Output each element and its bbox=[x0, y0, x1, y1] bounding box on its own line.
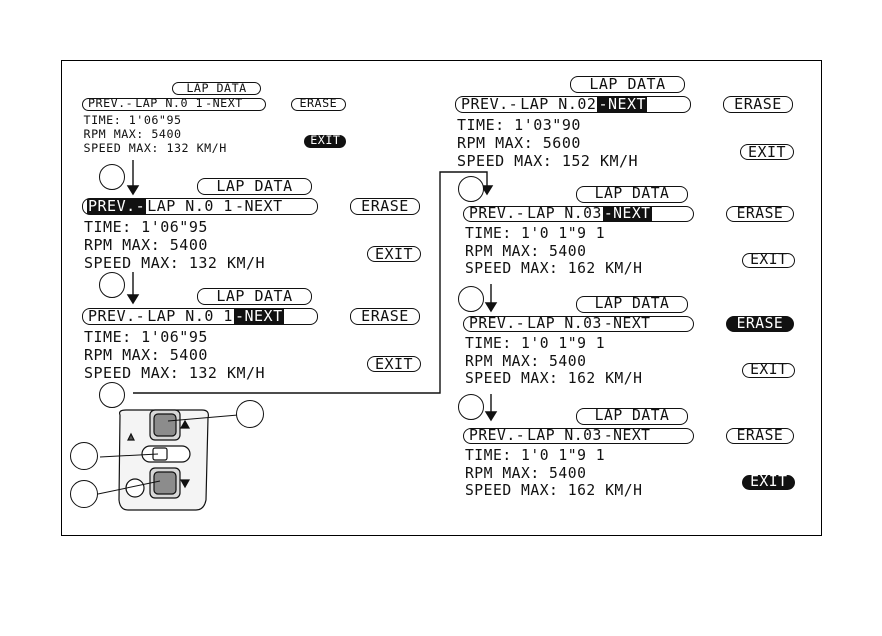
rpm-row: RPM MAX: 5400 bbox=[84, 236, 208, 254]
lap-navigation: PREV.- LAP N.03 -NEXT bbox=[463, 314, 695, 333]
time-row: TIME: 1'03"90 bbox=[457, 116, 581, 134]
lap-number: LAP N.03 bbox=[527, 204, 602, 222]
prev-label: PREV.- bbox=[88, 307, 146, 325]
time-row: TIME: 1'0 1"9 1 bbox=[464, 447, 606, 465]
lap-navigation: PREV.- LAP N.0 1 -NEXT bbox=[82, 308, 318, 325]
erase-label: ERASE bbox=[723, 96, 793, 113]
callout-circle bbox=[458, 394, 484, 420]
next-label: -NEXT bbox=[603, 314, 651, 332]
exit-label: EXIT bbox=[367, 246, 421, 262]
lap-navigation: PREV.- LAP N.03 -NEXT bbox=[463, 204, 695, 223]
lap-navigation: PREV.- LAP N.0 1 -NEXT bbox=[82, 198, 318, 215]
rpm-row: RPM MAX: 5400 bbox=[464, 464, 587, 482]
callout-circle bbox=[458, 286, 484, 312]
lap-number: LAP N.03 bbox=[527, 426, 602, 444]
callout-circle bbox=[99, 164, 125, 190]
prev-label: PREV.- bbox=[469, 426, 526, 444]
lap-data-title: LAP DATA bbox=[171, 82, 262, 96]
next-label: -NEXT bbox=[602, 204, 652, 222]
time-row: TIME: 1'0 1"9 1 bbox=[464, 225, 606, 243]
exit-label: EXIT bbox=[367, 356, 421, 372]
arrow-2 bbox=[126, 272, 140, 305]
time-row: TIME: 1'06"95 bbox=[84, 218, 208, 236]
lap-screen: LAP DATA PREV.- LAP N.02 -NEXT ERASE TIME: … bbox=[455, 76, 795, 170]
callout-circle bbox=[99, 272, 125, 298]
lap-data-title: LAP DATA bbox=[575, 186, 689, 203]
exit-label: EXIT bbox=[742, 252, 796, 269]
next-label: -NEXT bbox=[603, 426, 651, 444]
callout-circle bbox=[70, 480, 98, 508]
speed-row: SPEED MAX: 132 KM/H bbox=[84, 254, 266, 272]
prev-label: PREV.- bbox=[88, 96, 134, 111]
rpm-row: RPM MAX: 5400 bbox=[464, 242, 587, 260]
lap-number: LAP N.0 1 bbox=[147, 197, 233, 215]
next-label: -NEXT bbox=[234, 197, 283, 215]
next-label: -NEXT bbox=[597, 95, 648, 113]
exit-label: EXIT bbox=[742, 362, 796, 379]
lap-screen: LAP DATA PREV.- LAP N.0 1 -NEXT ERASE TIME:… bbox=[82, 288, 422, 382]
diagram-frame bbox=[61, 60, 822, 536]
erase-label: ERASE bbox=[725, 205, 795, 223]
rpm-row: RPM MAX: 5400 bbox=[464, 352, 587, 370]
lap-number: LAP N.0 1 bbox=[147, 307, 233, 325]
callout-circle bbox=[458, 176, 484, 202]
speed-row: SPEED MAX: 152 KM/H bbox=[457, 152, 639, 170]
prev-label: PREV.- bbox=[469, 204, 526, 222]
erase-label: ERASE bbox=[725, 315, 795, 333]
connector-line bbox=[133, 171, 488, 394]
arrow-3 bbox=[480, 185, 494, 196]
lap-navigation: PREV.- LAP N.03 -NEXT bbox=[463, 426, 695, 445]
speed-row: SPEED MAX: 162 KM/H bbox=[464, 260, 643, 278]
rpm-row: RPM MAX: 5400 bbox=[84, 346, 208, 364]
lap-number: LAP N.03 bbox=[527, 314, 602, 332]
exit-label: EXIT bbox=[742, 474, 796, 491]
speed-row: SPEED MAX: 162 KM/H bbox=[464, 370, 643, 388]
exit-label: EXIT bbox=[740, 144, 794, 160]
erase-label: ERASE bbox=[350, 198, 420, 215]
prev-label: PREV.- bbox=[469, 314, 526, 332]
erase-label: ERASE bbox=[725, 427, 795, 445]
erase-label: ERASE bbox=[350, 308, 420, 325]
arrow-4 bbox=[484, 284, 498, 313]
speed-row: SPEED MAX: 162 KM/H bbox=[464, 482, 643, 500]
next-label: -NEXT bbox=[205, 96, 243, 111]
lap-number: LAP N.02 bbox=[520, 95, 597, 113]
lap-data-title: LAP DATA bbox=[570, 76, 685, 93]
callout-circle bbox=[70, 442, 98, 470]
erase-label: ERASE bbox=[291, 97, 346, 111]
rpm-row: RPM MAX: 5600 bbox=[457, 134, 581, 152]
lap-navigation: PREV.- LAP N.0 1 -NEXT bbox=[82, 96, 267, 111]
callout-circle bbox=[236, 400, 264, 428]
speed-row: SPEED MAX: 132 KM/H bbox=[84, 364, 266, 382]
time-row: TIME: 1'06"95 bbox=[83, 112, 182, 127]
arrow-5 bbox=[484, 394, 498, 422]
callout-circle bbox=[99, 382, 125, 408]
exit-label: EXIT bbox=[304, 134, 347, 148]
prev-label: PREV.- bbox=[87, 197, 147, 215]
handlebar-switch bbox=[97, 409, 239, 511]
lap-data-title: LAP DATA bbox=[197, 288, 312, 305]
lap-data-title: LAP DATA bbox=[575, 408, 689, 425]
lap-screen: LAP DATA PREV.- LAP N.0 1 -NEXT ERASE TIME:… bbox=[82, 178, 422, 272]
lap-data-title: LAP DATA bbox=[575, 296, 689, 313]
lap-number: LAP N.0 1 bbox=[135, 96, 204, 111]
prev-label: PREV.- bbox=[461, 95, 519, 113]
lap-data-title: LAP DATA bbox=[197, 178, 312, 195]
time-row: TIME: 1'0 1"9 1 bbox=[464, 335, 606, 353]
speed-row: SPEED MAX: 132 KM/H bbox=[83, 140, 227, 155]
arrow-1 bbox=[126, 160, 140, 196]
rpm-row: RPM MAX: 5400 bbox=[83, 126, 182, 141]
time-row: TIME: 1'06"95 bbox=[84, 328, 208, 346]
lap-navigation: PREV.- LAP N.02 -NEXT bbox=[455, 96, 691, 113]
next-label: -NEXT bbox=[233, 307, 284, 325]
